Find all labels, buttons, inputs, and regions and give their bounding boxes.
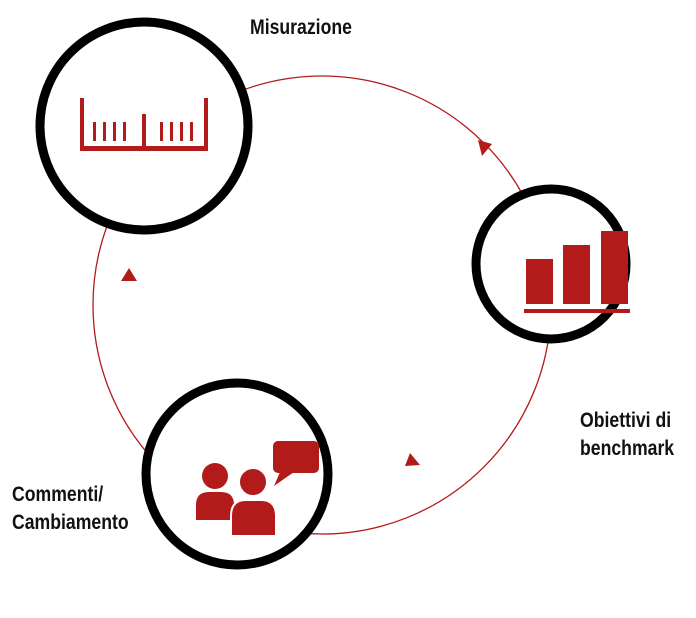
- step-label-line: benchmark: [580, 437, 675, 460]
- step-label-feedback: Commenti/ Cambiamento: [12, 481, 129, 537]
- step-label-line: Cambiamento: [12, 511, 129, 534]
- bar-chart-icon: [524, 231, 630, 313]
- step-label-line: Misurazione: [250, 16, 352, 39]
- arrow-measure-to-benchmark-icon: [478, 140, 492, 156]
- people-speech-bubble-icon: [196, 441, 319, 537]
- step-label-benchmark: Obiettivi di benchmark: [580, 407, 674, 463]
- arrow-benchmark-to-feedback-icon: [405, 453, 420, 466]
- ruler-icon: [80, 98, 208, 151]
- step-label-measure: Misurazione: [250, 14, 352, 42]
- step-label-line: Obiettivi di: [580, 409, 672, 432]
- step-label-line: Commenti/: [12, 483, 104, 506]
- arrow-feedback-to-measure-icon: [121, 268, 137, 281]
- node-benchmark: [471, 184, 631, 344]
- node-ring: [141, 378, 333, 570]
- node-feedback: [141, 378, 333, 570]
- node-measure: [35, 17, 253, 235]
